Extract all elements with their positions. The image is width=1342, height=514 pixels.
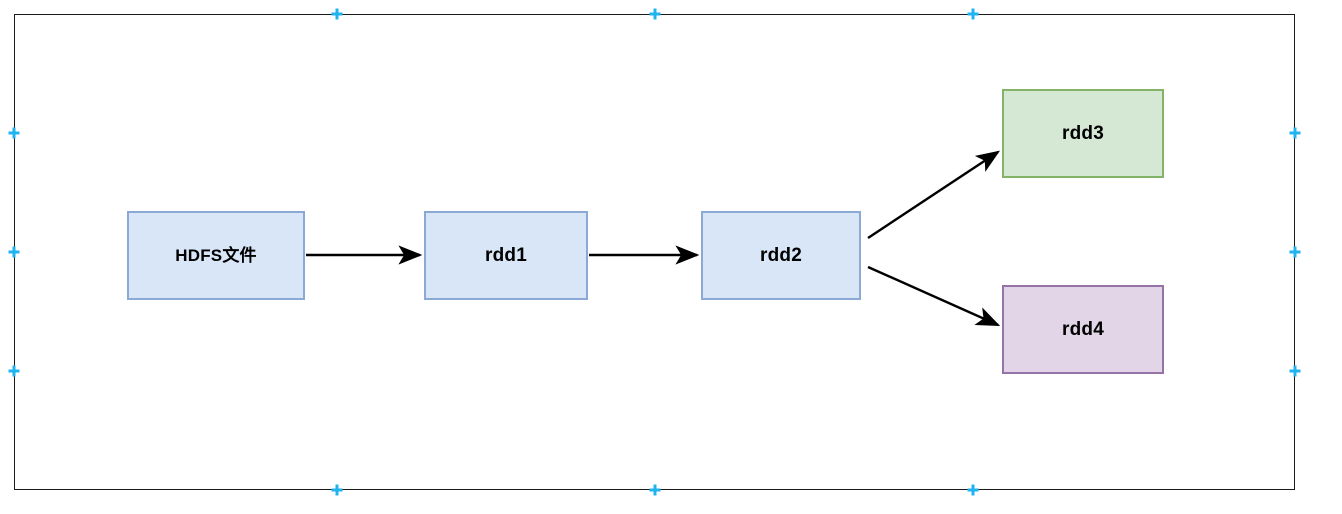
node-hdfs-file-label: HDFS文件 [175,246,257,265]
handle-top-right-third-handle-icon[interactable] [967,8,979,20]
handle-top-left-third-handle-icon[interactable] [331,8,343,20]
handle-right-upper-handle-icon[interactable] [1289,127,1301,139]
node-rdd4-label: rdd4 [1062,319,1104,340]
node-rdd1[interactable]: rdd1 [424,211,588,300]
handle-left-middle-handle-icon[interactable] [8,246,20,258]
node-rdd4[interactable]: rdd4 [1002,285,1164,374]
handle-right-lower-handle-icon[interactable] [1289,365,1301,377]
handle-left-lower-handle-icon[interactable] [8,365,20,377]
handle-right-middle-handle-icon[interactable] [1289,246,1301,258]
node-rdd3[interactable]: rdd3 [1002,89,1164,178]
handle-left-upper-handle-icon[interactable] [8,127,20,139]
handle-bottom-right-third-handle-icon[interactable] [967,484,979,496]
handle-top-center-handle-icon[interactable] [649,8,661,20]
node-rdd1-label: rdd1 [485,245,527,266]
node-rdd3-label: rdd3 [1062,123,1104,144]
handle-bottom-left-third-handle-icon[interactable] [331,484,343,496]
node-rdd2[interactable]: rdd2 [701,211,861,300]
node-hdfs-file[interactable]: HDFS文件 [127,211,305,300]
node-rdd2-label: rdd2 [760,245,802,266]
handle-bottom-center-handle-icon[interactable] [649,484,661,496]
